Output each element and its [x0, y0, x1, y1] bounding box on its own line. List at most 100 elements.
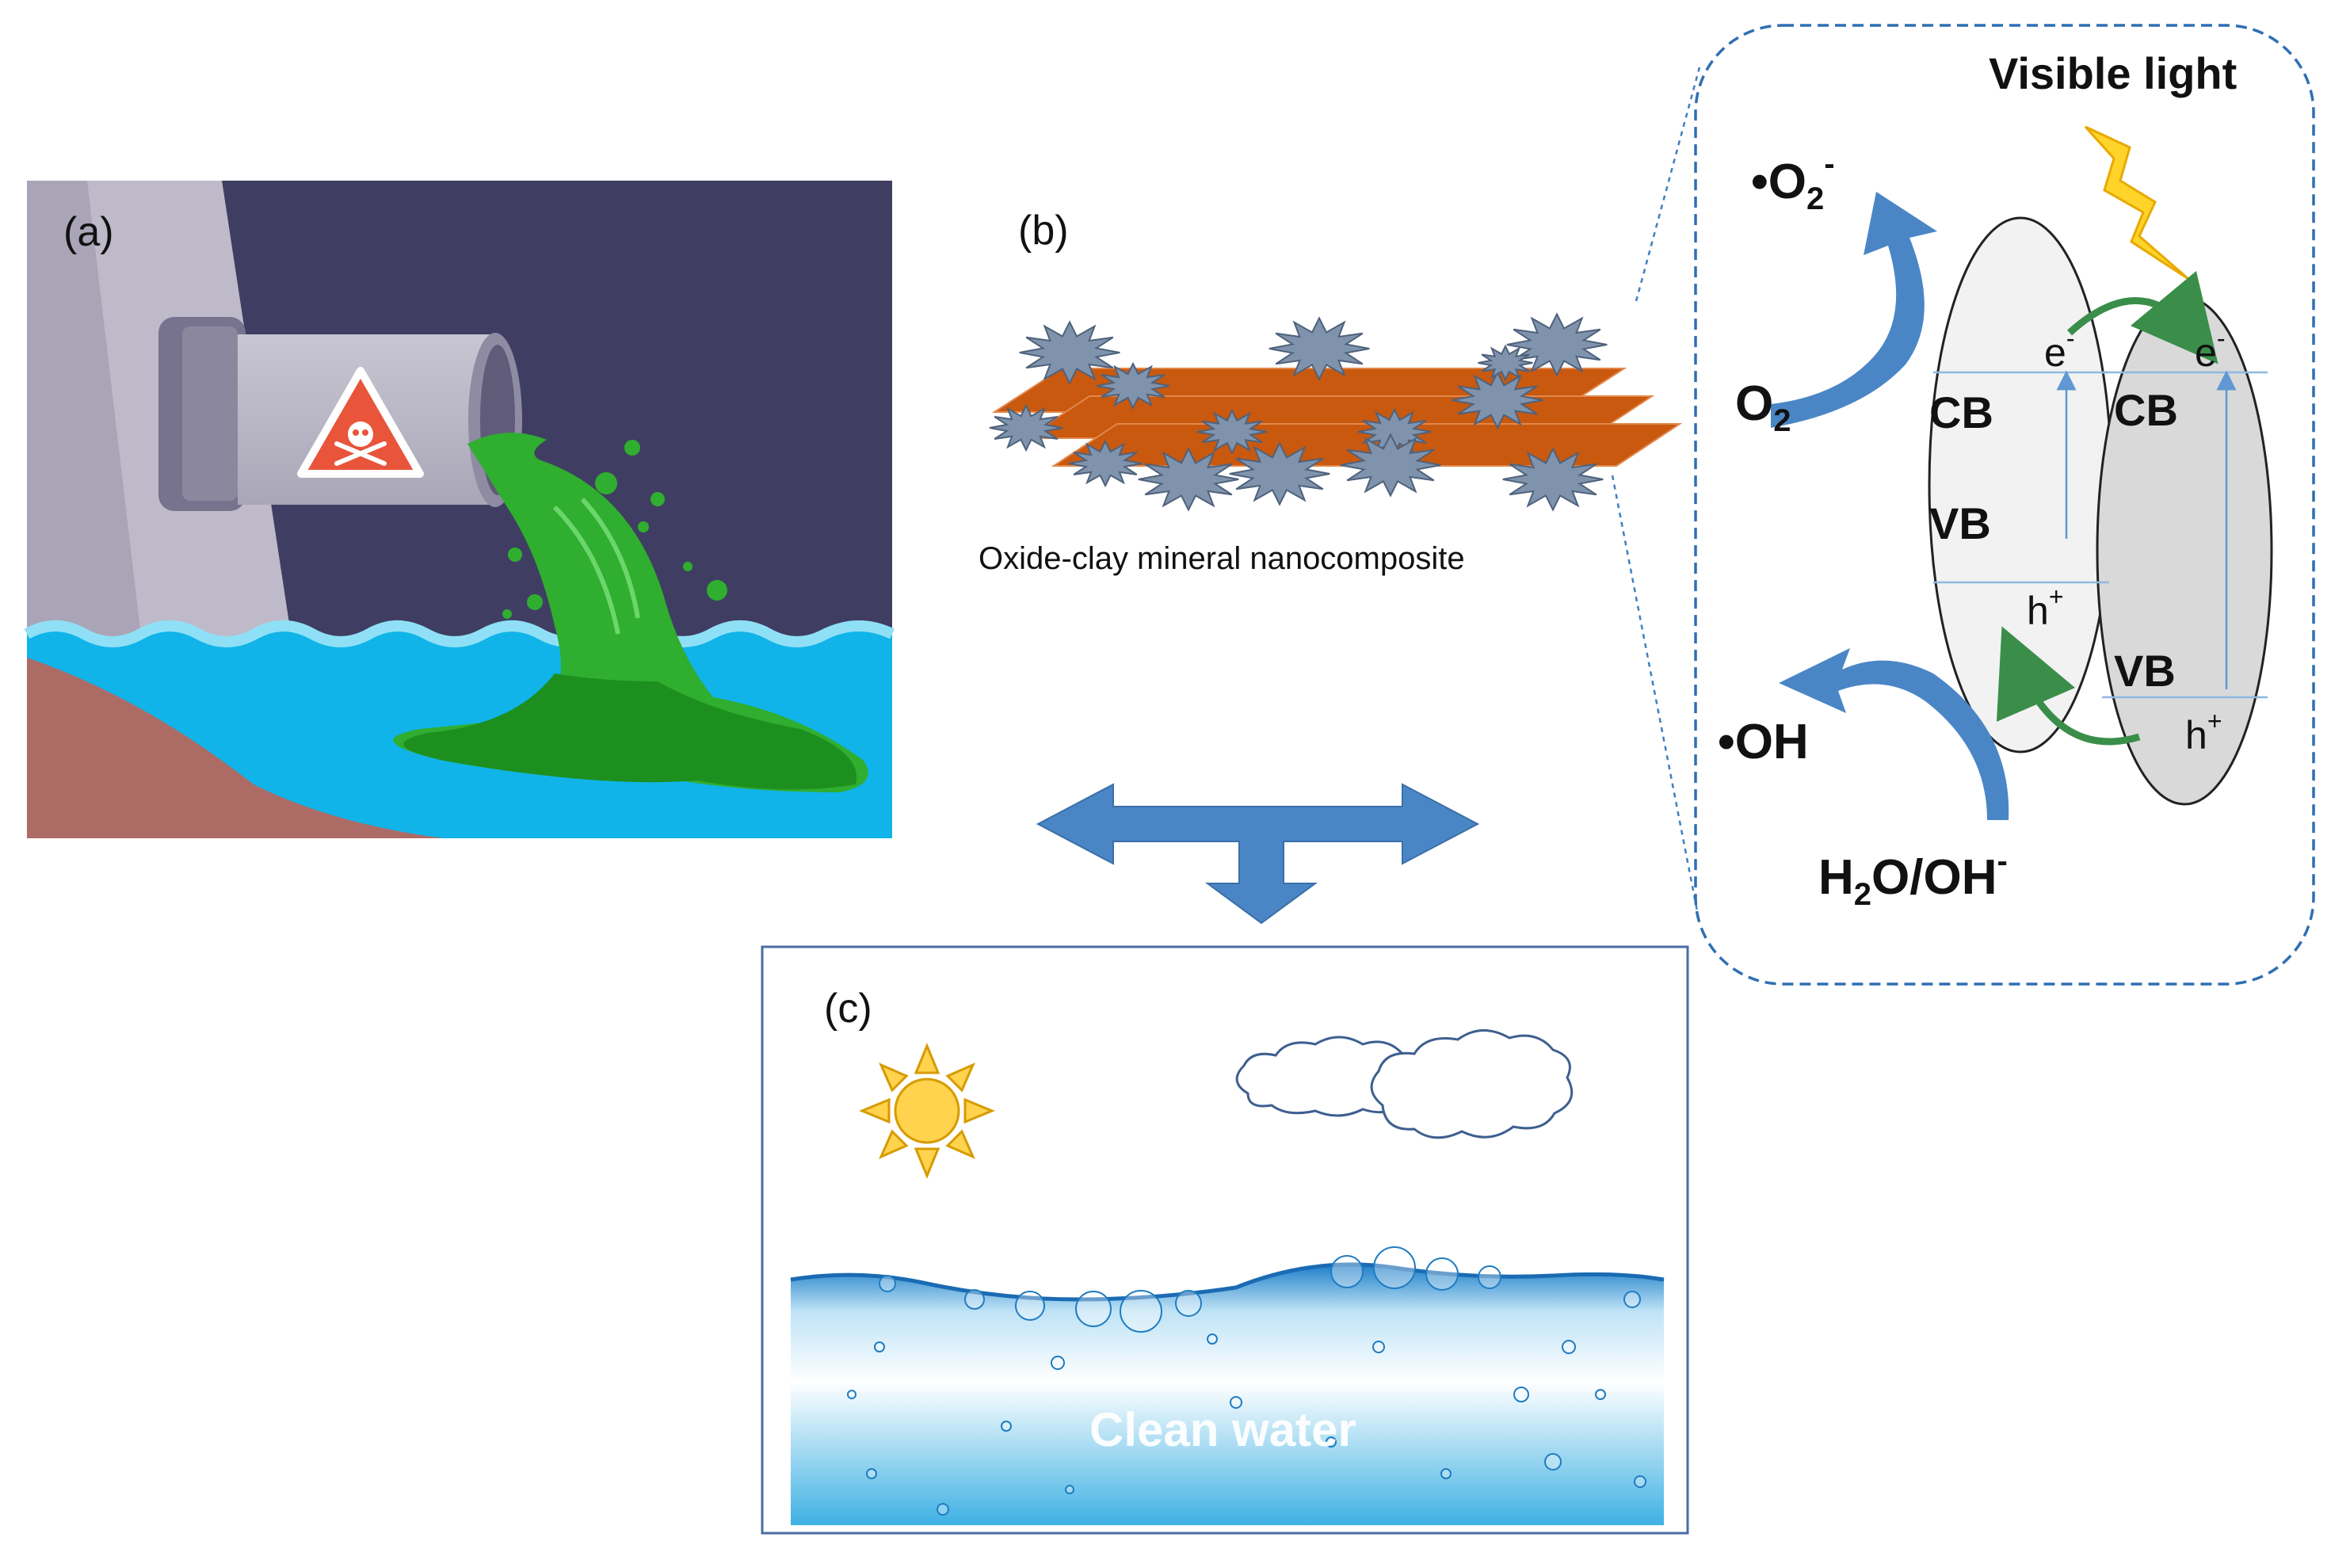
oxide-particle: [1096, 361, 1170, 410]
water-bubble: [1001, 1421, 1012, 1432]
water-bubble: [879, 1275, 896, 1292]
water-bubble: [1634, 1475, 1646, 1488]
water-bubble: [1120, 1290, 1162, 1333]
water-bubble: [1373, 1246, 1416, 1289]
oxide-particle: [1269, 316, 1370, 381]
svg-text:h+: h+: [2027, 582, 2064, 633]
panel-c-illustration: (c) Clean water: [761, 945, 1689, 1535]
droplet: [624, 440, 640, 456]
svg-text:O2: O2: [1735, 376, 1791, 438]
right-hole-charge: +: [2207, 707, 2222, 735]
nanocomposite-caption: Oxide-clay mineral nanocomposite: [979, 541, 1465, 576]
right-hole-label: h: [2185, 713, 2207, 757]
electron-transfer-arrow: [2066, 270, 2218, 364]
svg-text:h+: h+: [2185, 707, 2222, 757]
water-bubble: [1478, 1265, 1501, 1289]
oxide-particle: [1340, 433, 1441, 498]
water-bubble: [1207, 1333, 1218, 1345]
cloud-icon: [1370, 1029, 1574, 1139]
oxygen-reduction-arrow: [1771, 192, 1937, 428]
hydroxyl-label: •OH: [1718, 715, 1809, 769]
water-label: H: [1818, 850, 1854, 905]
water-bubble: [1065, 1485, 1074, 1494]
water-bubble: [1440, 1468, 1452, 1479]
panel-b-label: (b): [1018, 208, 1069, 254]
svg-text:H2O/OH-: H2O/OH-: [1818, 844, 2008, 912]
water-bubble: [847, 1390, 856, 1399]
flow-arrow: [1036, 783, 1480, 925]
skull-icon: [348, 422, 373, 447]
sun-icon: [859, 1043, 995, 1179]
oxide-particles: [989, 312, 1608, 512]
right-vb-label: VB: [2114, 646, 2176, 696]
superoxide-label: •O: [1751, 155, 1806, 209]
oxygen-subscript: 2: [1773, 403, 1791, 438]
water-bubble: [1175, 1290, 1202, 1317]
photocatalysis-mechanism: Visible light CB VB CB VB e- e- h+ h+ •O…: [1694, 24, 2315, 986]
water-bubble: [964, 1289, 985, 1310]
left-hole-charge: +: [2049, 582, 2064, 611]
oxide-particle: [989, 403, 1063, 452]
pipe-flange-face: [182, 326, 238, 501]
water-bubble: [874, 1341, 885, 1352]
water-formula-rest: O/OH: [1871, 850, 1997, 905]
water-bubble: [1623, 1291, 1641, 1308]
water-bubble: [1330, 1255, 1364, 1288]
oxide-particle: [1452, 370, 1543, 430]
clean-water: [791, 1264, 1664, 1525]
right-electron-label: e: [2195, 330, 2217, 375]
hole-transfer-arrow: [1996, 626, 2141, 746]
oxide-particle: [1197, 409, 1267, 455]
left-hole-label: h: [2027, 589, 2049, 633]
left-vb-label: VB: [1929, 498, 1991, 548]
zoom-line: [1635, 67, 1701, 302]
water-bubble: [937, 1503, 949, 1516]
panel-b-illustration: (b) Oxide-clay mineral nanocomposite: [979, 67, 1701, 924]
toxic-pool: [403, 673, 857, 790]
oxide-particle: [1138, 447, 1239, 512]
water-bubble: [866, 1468, 877, 1479]
water-bubble: [1425, 1257, 1459, 1291]
superoxide-charge: -: [1824, 147, 1834, 181]
zoom-line: [1611, 475, 1701, 924]
oxygen-label: O: [1735, 376, 1773, 431]
oxide-particle: [1502, 447, 1604, 512]
panel-c-label: (c): [824, 986, 872, 1032]
water-surface: [790, 1262, 1665, 1302]
svg-text:e-: e-: [2195, 324, 2225, 375]
oxide-particle: [1357, 407, 1432, 456]
water-bubbles: [847, 1246, 1646, 1516]
water-bubble: [1326, 1436, 1337, 1448]
visible-light-label: Visible light: [1989, 48, 2237, 98]
water-bubble: [1230, 1396, 1242, 1409]
left-electron-label: e: [2044, 330, 2066, 375]
water-bubble: [1075, 1291, 1112, 1327]
oxide-particle: [1506, 312, 1608, 377]
water-oxidation-arrow: [1779, 648, 2009, 820]
panel-a-label: (a): [63, 209, 114, 255]
panel-a-illustration: (a): [24, 181, 895, 838]
water-bubble: [1544, 1453, 1562, 1471]
right-electron-charge: -: [2217, 324, 2226, 353]
superoxide-subscript: 2: [1806, 181, 1824, 216]
oxide-particle: [1478, 344, 1533, 382]
clean-water-caption: Clean water: [1089, 1403, 1356, 1456]
svg-text:e-: e-: [2044, 324, 2074, 375]
oxide-particle: [1068, 439, 1143, 488]
river-foam: [24, 620, 895, 647]
water-bubble: [1562, 1340, 1576, 1354]
water-subscript: 2: [1854, 877, 1871, 912]
right-cb-label: CB: [2114, 385, 2178, 435]
left-cb-label: CB: [1929, 387, 1993, 437]
water-charge: -: [1997, 844, 2007, 879]
left-electron-charge: -: [2066, 324, 2075, 353]
water-bubble: [1595, 1389, 1606, 1400]
water-bubble: [1372, 1341, 1385, 1353]
water-bubble: [1513, 1387, 1529, 1402]
water-bubble: [1015, 1291, 1045, 1321]
riverbank: [27, 658, 444, 838]
svg-text:•O2-: •O2-: [1751, 147, 1835, 216]
oxide-particle: [1019, 320, 1120, 385]
lightning-bolt-icon: [2084, 125, 2189, 280]
